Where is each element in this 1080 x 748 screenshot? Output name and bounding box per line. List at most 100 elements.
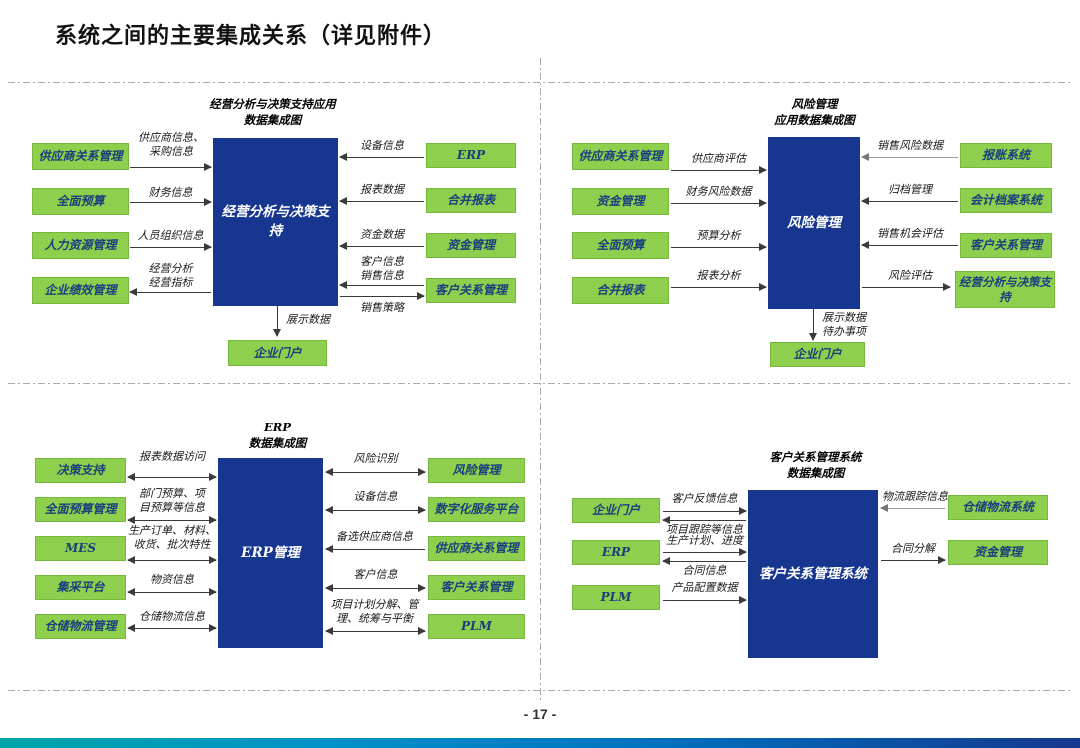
flow-arrow-left [880,504,945,513]
flow-label: 生产订单、材料、 收货、批次特性 [128,524,216,552]
flow-arrow-left [129,288,211,297]
integration-node: 客户关系管理 [960,233,1052,258]
flow-label: 供应商评估 [691,152,746,165]
flow-label: 供应商信息、 采购信息 [138,131,204,159]
flow-arrow-left [662,557,746,566]
flow-label: 销售风险数据 [877,139,943,152]
flow-arrow-left [339,197,424,206]
flow-arrow-both [127,556,217,565]
q2-diagram-title: 风险管理 应用数据集成图 [774,97,855,127]
integration-node: 供应商关系管理 [428,536,525,561]
flow-label: 项目跟踪等信息 [666,523,743,536]
integration-node: 风险管理 [428,458,525,483]
flow-label: 风险评估 [888,269,932,282]
flow-arrow-right [671,243,767,252]
flow-arrow-both [325,584,426,593]
flow-label: 合同信息 [682,564,727,577]
integration-node: 数字化服务平台 [428,497,525,522]
flow-arrow-right [671,199,767,208]
q4-diagram-title: 客户关系管理系统 数据集成图 [769,450,862,480]
flow-arrow-left [339,153,424,162]
flow-arrow-right [663,596,747,605]
flow-label: 部门预算、项 目预算等信息 [139,487,205,515]
integration-node: PLM [428,614,525,639]
integration-node: 客户关系管理 [428,575,525,600]
footer-gradient-bar [0,738,1080,748]
flow-arrow-left [861,197,958,206]
integration-node: 资金管理 [948,540,1048,565]
flow-label: 设备信息 [353,490,398,503]
flow-arrow-down [273,306,282,337]
flow-label: 设备信息 [360,139,404,152]
flow-label: 仓储物流信息 [139,610,205,623]
flow-label: 客户信息 [353,568,398,581]
q1-diagram-title: 经营分析与决策支持应用 数据集成图 [209,97,336,127]
integration-node: 经营分析与决策支持 [955,271,1055,308]
flow-arrow-both [325,506,426,515]
flow-arrow-both [325,627,426,636]
flow-arrow-both [127,624,217,633]
integration-node: 人力资源管理 [32,232,129,259]
page-title: 系统之间的主要集成关系（详见附件） [55,23,447,48]
integration-node: 企业门户 [770,342,865,367]
flow-label: 报表分析 [696,269,741,282]
flow-label: 产品配置数据 [671,581,738,594]
flow-arrow-right [881,556,946,565]
flow-label: 财务风险数据 [685,185,752,198]
flow-label: 风险识别 [353,452,398,465]
flow-label: 经营分析 经营指标 [148,262,193,290]
flow-arrow-both [127,473,217,482]
integration-node: 仓储物流系统 [948,495,1048,520]
integration-node: 全面预算 [572,232,669,259]
integration-node: 资金管理 [572,188,669,215]
flow-arrow-left [339,242,424,251]
flow-label: 人员组织信息 [137,229,204,242]
integration-node: 报账系统 [960,143,1052,168]
integration-node: 企业门户 [228,340,327,366]
q2-center-node: 风险管理 [768,137,860,309]
flow-label: 展示数据 待办事项 [822,311,866,339]
flow-label: 归档管理 [888,183,932,196]
flow-arrow-down [809,309,818,341]
flow-label: 物资信息 [150,573,194,586]
integration-node: 全面预算 [32,188,129,215]
integration-node: 仓储物流管理 [35,614,126,639]
integration-node: 合并报表 [426,188,516,213]
integration-node: MES [35,536,126,561]
q3-center-node: ERP管理 [218,458,323,648]
integration-node: 全面预算管理 [35,497,126,522]
integration-node: 合并报表 [572,277,669,304]
flow-arrow-both [127,516,217,525]
flow-arrow-left [325,545,425,554]
flow-label: 客户信息 销售信息 [360,255,404,283]
flow-label: 合同分解 [891,542,935,555]
flow-label: 报表数据 [360,183,404,196]
q3-diagram-title: ERP 数据集成图 [248,420,307,450]
flow-label: 备选供应商信息 [336,530,413,543]
integration-node: PLM [572,585,660,610]
flow-arrow-right [130,243,212,252]
flow-arrow-left [339,281,424,290]
flow-label: 物流跟踪信息 [882,490,948,503]
flow-arrow-left [861,241,958,250]
integration-node: 供应商关系管理 [572,143,669,170]
flow-label: 客户反馈信息 [671,492,738,505]
page-number: - 17 - [523,706,557,722]
flow-label: 销售策略 [360,301,404,314]
q4-center-node: 客户关系管理系统 [748,490,878,658]
flow-label: 生产计划、进度 [666,534,743,547]
flow-arrow-left [861,153,958,162]
flow-arrow-left [662,516,746,525]
flow-label: 预算分析 [696,229,741,242]
integration-node: 决策支持 [35,458,126,483]
flow-arrow-right [671,283,767,292]
flow-arrow-right [671,166,767,175]
flow-label: 项目计划分解、管 理、统筹与平衡 [330,598,419,626]
flow-arrow-right [663,507,747,516]
integration-node: 会计档案系统 [960,188,1052,213]
integration-node: 企业门户 [572,498,660,523]
integration-node: 供应商关系管理 [32,143,129,170]
divider-vertical [540,58,541,703]
integration-node: 企业绩效管理 [32,277,129,304]
flow-arrow-right [340,292,425,301]
